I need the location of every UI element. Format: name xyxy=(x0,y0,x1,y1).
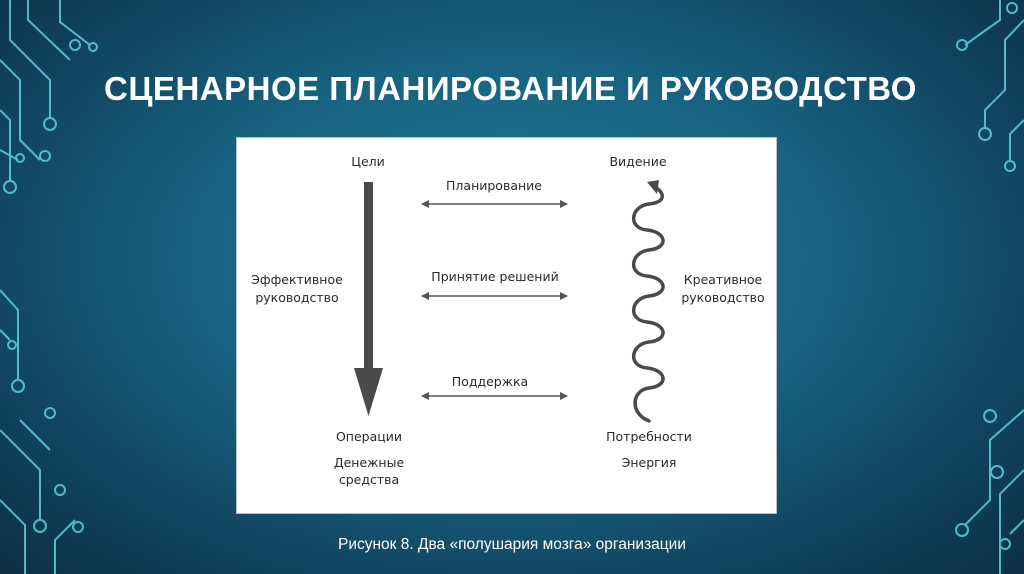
diagram-figure: Цели Планирование Видение Эффективное ру… xyxy=(236,137,777,514)
label-money-line2: средства xyxy=(338,472,400,487)
label-decisions: Принятие решений xyxy=(431,269,559,284)
label-vision: Видение xyxy=(609,154,667,169)
label-creative-line1: Креативное xyxy=(683,272,763,287)
spiral-icon xyxy=(632,180,665,423)
figure-caption: Рисунок 8. Два «полушария мозга» организ… xyxy=(338,536,686,553)
label-effective-line1: Эффективное xyxy=(251,272,343,287)
label-money-line1: Денежные xyxy=(333,455,405,470)
label-energy: Энергия xyxy=(621,455,677,470)
down-arrow-icon xyxy=(354,182,383,416)
label-creative-line2: руководство xyxy=(681,290,765,305)
diagram-graphics xyxy=(354,180,665,423)
label-effective-line2: руководство xyxy=(255,290,339,305)
label-planning: Планирование xyxy=(446,178,542,193)
double-arrows xyxy=(421,200,568,400)
label-support: Поддержка xyxy=(451,374,529,389)
label-operations: Операции xyxy=(335,429,403,444)
label-goals: Цели xyxy=(351,154,385,169)
slide-title: СЦЕНАРНОЕ ПЛАНИРОВАНИЕ И РУКОВОДСТВО xyxy=(104,70,917,107)
label-needs: Потребности xyxy=(606,429,692,444)
